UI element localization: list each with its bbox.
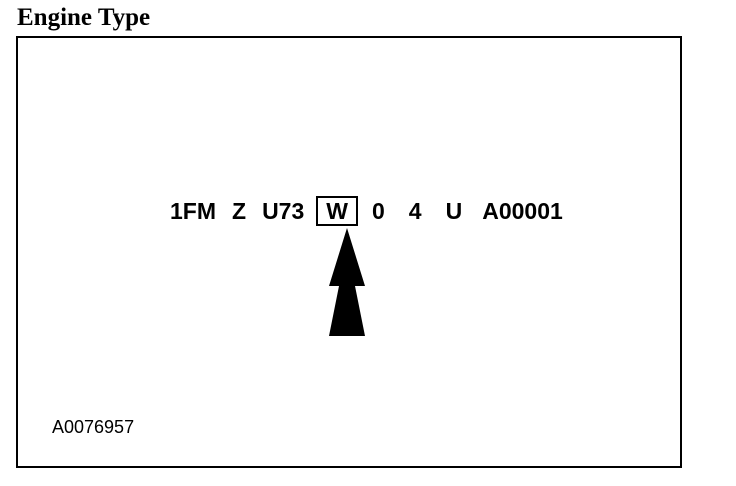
diagram-frame <box>16 36 682 468</box>
vin-segment-engine-type: W <box>316 196 358 226</box>
vin-segment-serial: A00001 <box>482 198 563 224</box>
vin-segment-restraint: Z <box>232 198 247 224</box>
vin-segment-wmi: 1FM <box>170 198 216 224</box>
vin-code: 1FM Z U73 W 0 4 U A00001 <box>170 196 563 226</box>
vin-segment-plant: U <box>445 198 463 224</box>
vin-segment-model-year: 4 <box>408 198 422 224</box>
pointer-arrow-icon <box>329 228 365 336</box>
vin-segment-body: U73 <box>262 198 305 224</box>
diagram-title: Engine Type <box>17 4 151 31</box>
figure-id: A0076957 <box>52 417 135 437</box>
vin-segment-check-digit: 0 <box>371 198 385 224</box>
